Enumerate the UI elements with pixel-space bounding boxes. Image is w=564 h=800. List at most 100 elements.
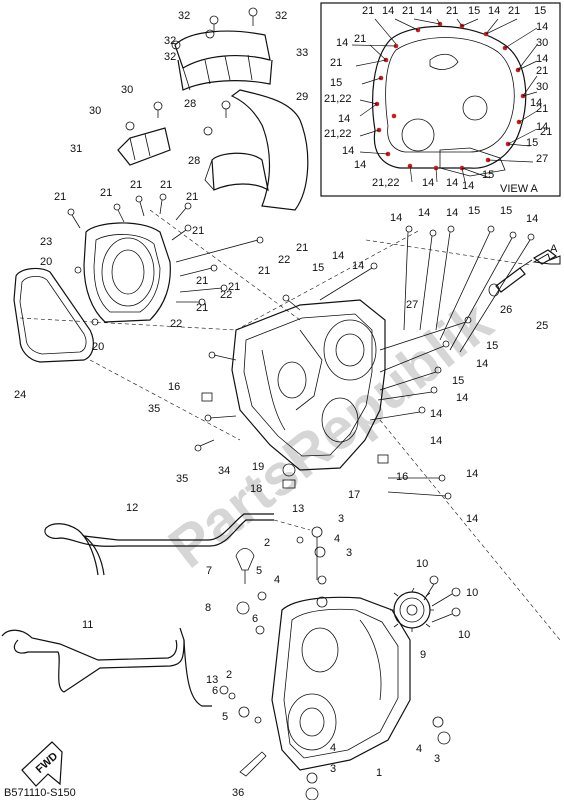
view-a-callout-number: 14: [342, 145, 354, 157]
callout-number: 13: [206, 674, 218, 686]
callout-number: 1: [376, 767, 382, 779]
callout-number: 32: [178, 10, 190, 22]
callout-number: 15: [486, 340, 498, 352]
callout-number: 21: [296, 242, 308, 254]
view-a-inset: [320, 2, 561, 197]
gasket-24: [13, 267, 94, 363]
callout-number: 36: [232, 787, 244, 799]
view-a-leaders: [351, 18, 538, 183]
callout-number: 16: [396, 471, 408, 483]
callout-number: 21: [258, 265, 270, 277]
callout-number: 4: [274, 574, 280, 586]
callout-number: 3: [338, 513, 344, 525]
view-a-callout-number: 21: [330, 57, 342, 69]
duct-bolts: [125, 7, 258, 136]
view-a-callout-number: 14: [446, 177, 458, 189]
callout-number: 14: [418, 207, 430, 219]
view-a-callout-number: 14: [382, 5, 394, 17]
callout-number: 21: [196, 275, 208, 287]
callout-number: 3: [346, 547, 352, 559]
callout-number: 19: [252, 461, 264, 473]
callout-number: 28: [188, 155, 200, 167]
view-a-callout-number: 30: [536, 37, 548, 49]
callout-number: 32: [164, 35, 176, 47]
callout-number: 15: [500, 205, 512, 217]
callout-number: 14: [466, 513, 478, 525]
callout-number: 22: [170, 318, 182, 330]
view-a-callout-number: 14: [462, 180, 474, 192]
callout-number: 24: [14, 389, 26, 401]
callout-number: 10: [416, 558, 428, 570]
small-parts-center: [201, 392, 389, 489]
view-a-callout-number: 14: [354, 159, 366, 171]
view-a-callout-number: 14: [488, 5, 500, 17]
callout-number: 18: [250, 483, 262, 495]
callout-number: 22: [220, 289, 232, 301]
hose-12: [44, 513, 274, 576]
view-a-callout-number: 14: [530, 97, 542, 109]
callout-number: 23: [40, 236, 52, 248]
hose-11: [1, 627, 212, 707]
callout-number: 35: [176, 473, 188, 485]
callout-number: 21: [228, 281, 240, 293]
callout-number: 29: [296, 91, 308, 103]
view-a-callout-number: 21: [402, 5, 414, 17]
view-a-callout-number: 14: [420, 5, 432, 17]
callout-number: 28: [184, 98, 196, 110]
view-a-callout-number: 15: [534, 5, 546, 17]
callout-number: 9: [420, 649, 426, 661]
callout-number: 21: [186, 191, 198, 203]
view-a-callout-number: 14: [338, 113, 350, 125]
left-cover-bolts: [67, 193, 264, 326]
callout-number: 34: [218, 465, 230, 477]
diagram-code: B571110-S150: [4, 787, 76, 799]
callout-number: 15: [452, 375, 464, 387]
callout-number: 3: [330, 763, 336, 775]
callout-number: 6: [212, 685, 218, 697]
view-a-arrow-icon: A: [532, 243, 561, 265]
view-a-callout-number: 21,22: [372, 177, 400, 189]
view-a-callout-number: 21,22: [324, 128, 352, 140]
view-a-callout-number: 30: [536, 81, 548, 93]
callout-number: 32: [275, 10, 287, 22]
view-a-callout-number: 14: [536, 53, 548, 65]
crankcase-cover-1: [271, 596, 411, 771]
callout-number: 4: [334, 533, 340, 545]
view-a-callout-number: 15: [468, 5, 480, 17]
view-a-callout-number: 21: [536, 65, 548, 77]
view-a-label: VIEW A: [500, 183, 539, 195]
view-a-callout-number: 21: [536, 103, 548, 115]
view-a-callout-number: 21: [354, 33, 366, 45]
callout-number: 25: [536, 320, 548, 332]
callout-number: 21: [100, 187, 112, 199]
callout-number: 15: [468, 205, 480, 217]
view-a-callout-number: 21: [540, 126, 552, 138]
callout-number: 4: [330, 742, 336, 754]
bottom-fasteners: [219, 526, 461, 800]
callout-number: 31: [70, 143, 82, 155]
air-duct-assembly: [117, 7, 309, 211]
shaft-26: [488, 249, 558, 297]
callout-number: 14: [446, 207, 458, 219]
view-a-callout-number: 14: [536, 121, 548, 133]
callout-number: 21: [160, 179, 172, 191]
callout-number: 5: [256, 565, 262, 577]
callout-number: 14: [352, 260, 364, 272]
gear-9: [390, 587, 434, 632]
view-a-callout-number: 15: [330, 77, 342, 89]
callout-number: 14: [332, 250, 344, 262]
callout-number: 11: [82, 619, 93, 631]
callout-number: 6: [252, 613, 258, 625]
callout-number: 30: [89, 105, 101, 117]
callout-number: 21: [196, 302, 208, 314]
view-a-callout-number: 27: [536, 153, 548, 165]
callout-number: 14: [430, 408, 442, 420]
callout-number: 16: [168, 381, 180, 393]
view-a-callout-number: 15: [482, 169, 494, 181]
callout-number: 20: [40, 256, 52, 268]
crankcase-bolts: [194, 225, 535, 500]
view-a-callout-number: 21: [362, 5, 374, 17]
view-a-callout-number: 14: [536, 21, 548, 33]
